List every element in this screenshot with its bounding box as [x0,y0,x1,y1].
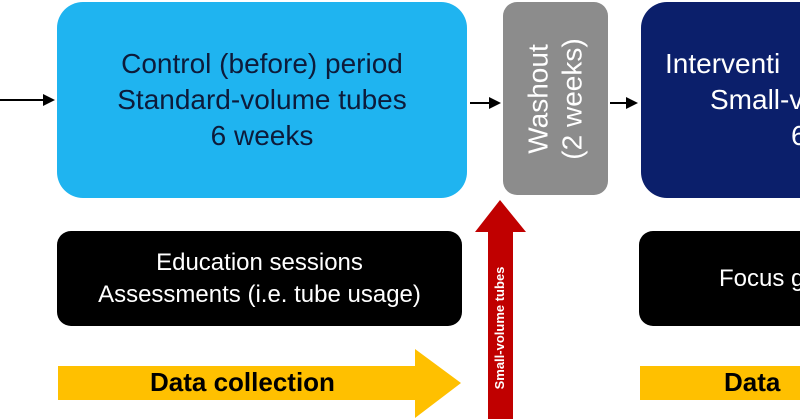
intervention-period-box: Interventi Small-v 6 [641,2,800,198]
incoming-arrow [0,94,55,106]
data-collection-arrow-left [58,349,461,418]
intervention-period-tubes: Small-v [710,84,800,115]
control-to-washout-arrow [470,97,501,109]
focus-groups-text: Focus g [719,264,800,292]
washout-title: Washout [522,43,554,154]
data-collection-label-right: Data [724,367,781,397]
education-sessions-text: Education sessions [156,248,363,276]
control-period-title: Control (before) period [121,48,403,79]
washout-box: Washout (2 weeks) [503,2,608,195]
small-volume-tubes-label: Small-volume tubes [492,266,507,390]
focus-groups-box: Focus g [639,231,800,326]
small-volume-tubes-arrow [475,200,526,419]
assessments-text: Assessments (i.e. tube usage) [98,280,421,308]
intervention-period-duration: 6 [791,120,800,151]
control-period-box: Control (before) period Standard-volume … [57,2,467,198]
washout-duration: (2 weeks) [556,37,588,160]
data-collection-label-left: Data collection [150,367,335,397]
control-period-duration: 6 weeks [210,120,314,151]
washout-label: Washout (2 weeks) [522,38,590,159]
education-sessions-box: Education sessions Assessments (i.e. tub… [57,231,462,326]
data-collection-arrow-right [640,366,800,400]
intervention-period-title: Interventi [665,48,781,79]
control-period-tubes: Standard-volume tubes [117,84,407,115]
washout-to-intervention-arrow [610,97,638,109]
